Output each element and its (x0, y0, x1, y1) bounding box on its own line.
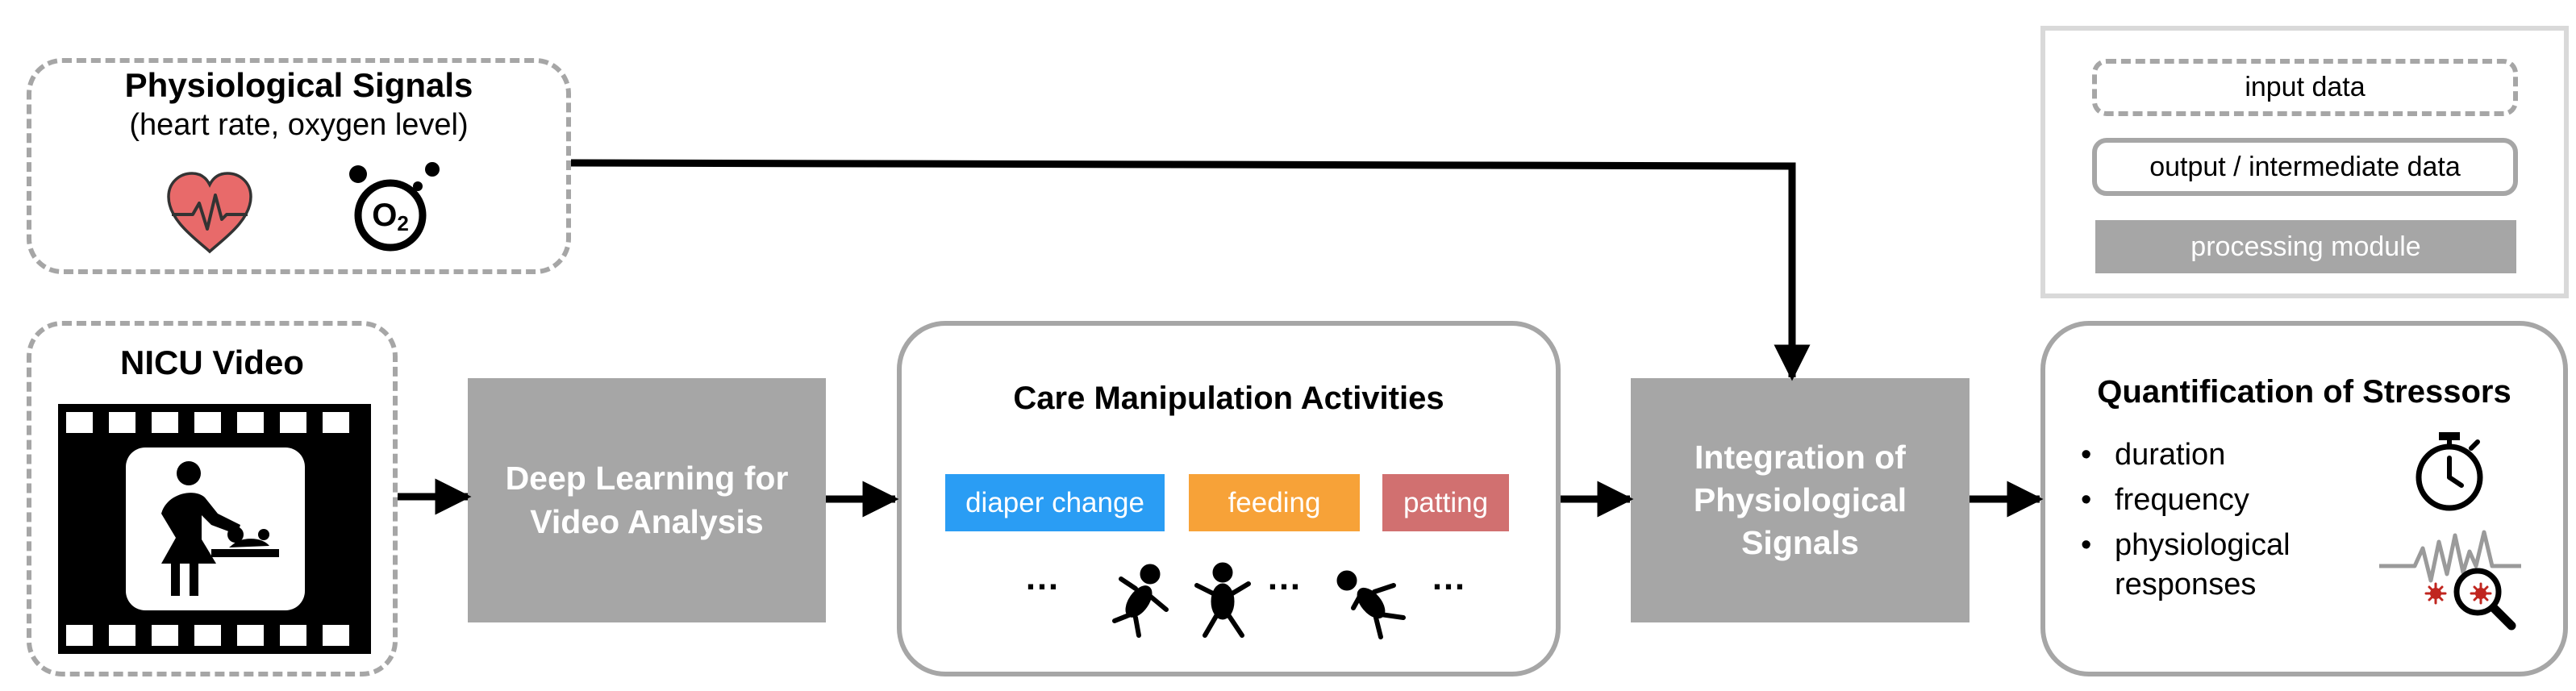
infant-pose-icon (1194, 562, 1251, 638)
ellipsis-middle: … (1266, 558, 1302, 597)
physiological-signals-subtitle: (heart rate, oxygen level) (129, 108, 469, 142)
deep-learning-module: Deep Learning for Video Analysis (468, 378, 826, 622)
ellipsis-right: … (1431, 558, 1466, 597)
activity-feeding: feeding (1189, 474, 1360, 531)
nicu-video-box: NICU Video (27, 321, 398, 676)
nicu-video-title: NICU Video (120, 343, 304, 381)
legend-processing-module: processing module (2095, 220, 2516, 273)
legend-output-data: output / intermediate data (2092, 138, 2518, 196)
stressor-item: frequency (2078, 481, 2336, 520)
heart-rate-icon (167, 172, 252, 254)
signal-magnifier-icon (2379, 530, 2521, 631)
stressor-item: duration (2078, 435, 2336, 475)
legend-input-data: input data (2092, 59, 2518, 116)
stressors-title: Quantification of Stressors (2097, 374, 2511, 410)
activity-diaper-change: diaper change (945, 474, 1165, 531)
integration-module: Integration of Physiological Signals (1631, 378, 1970, 622)
stopwatch-icon (2416, 432, 2483, 511)
stressors-box: Quantification of Stressors duration fre… (2040, 321, 2568, 676)
stressors-list: duration frequency physiological respons… (2078, 435, 2336, 605)
film-strip-icon (58, 404, 371, 654)
ellipsis-left: … (1024, 558, 1060, 597)
infant-pose-icon (1336, 570, 1406, 639)
physiological-signals-title: Physiological Signals (124, 66, 473, 104)
care-activities-box: Care Manipulation Activities diaper chan… (897, 321, 1561, 676)
activity-patting: patting (1382, 474, 1509, 531)
stressor-item: physiological responses (2078, 526, 2336, 605)
physiological-signals-box: Physiological Signals (heart rate, oxyge… (27, 58, 571, 274)
infant-pose-icon (1112, 564, 1169, 638)
legend (2040, 26, 2569, 298)
oxygen-icon: O2 (349, 162, 440, 252)
care-activities-title: Care Manipulation Activities (1013, 381, 1444, 416)
